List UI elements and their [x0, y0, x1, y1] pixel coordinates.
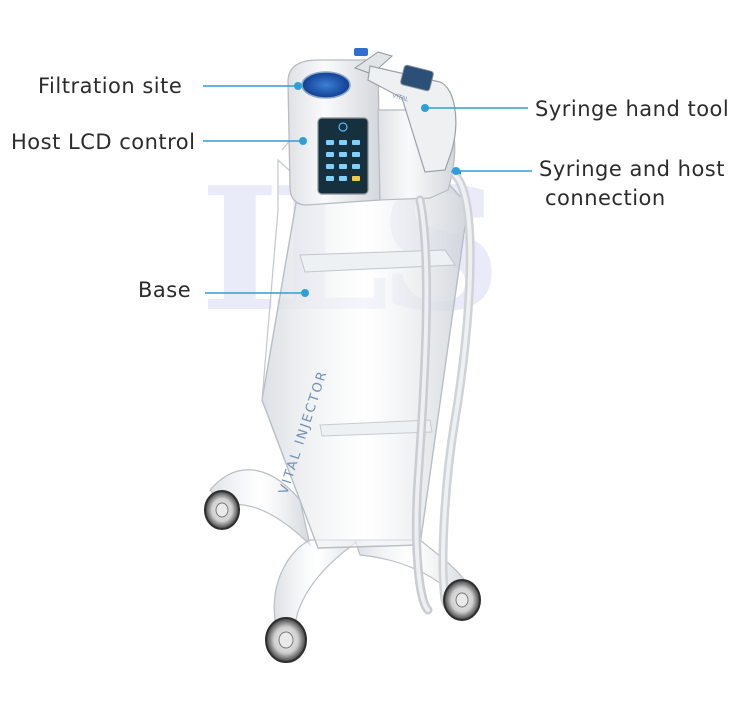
callout-dot-base [301, 289, 309, 297]
label-syringe-hand-tool: Syringe hand tool [535, 97, 730, 121]
syringe-hand-tool: VITAL [353, 48, 457, 173]
wheel-left [204, 490, 240, 530]
callout-dot-lcd [299, 137, 307, 145]
svg-text:VITAL: VITAL [391, 92, 409, 103]
label-filtration-site: Filtration site [38, 74, 183, 98]
callout-dot-syringe-tool [421, 104, 429, 112]
label-connection-line2: connection [545, 186, 666, 210]
label-connection-line1: Syringe and host [539, 157, 725, 181]
filtration-bowl [301, 71, 351, 99]
label-host-lcd-control: Host LCD control [11, 130, 196, 154]
lcd-buttons [326, 140, 360, 181]
callout-dot-connection [452, 167, 460, 175]
wheel-right [443, 579, 481, 621]
label-base: Base [138, 278, 192, 302]
callout-dot-filtration [294, 82, 302, 90]
wheel-front [265, 617, 307, 663]
